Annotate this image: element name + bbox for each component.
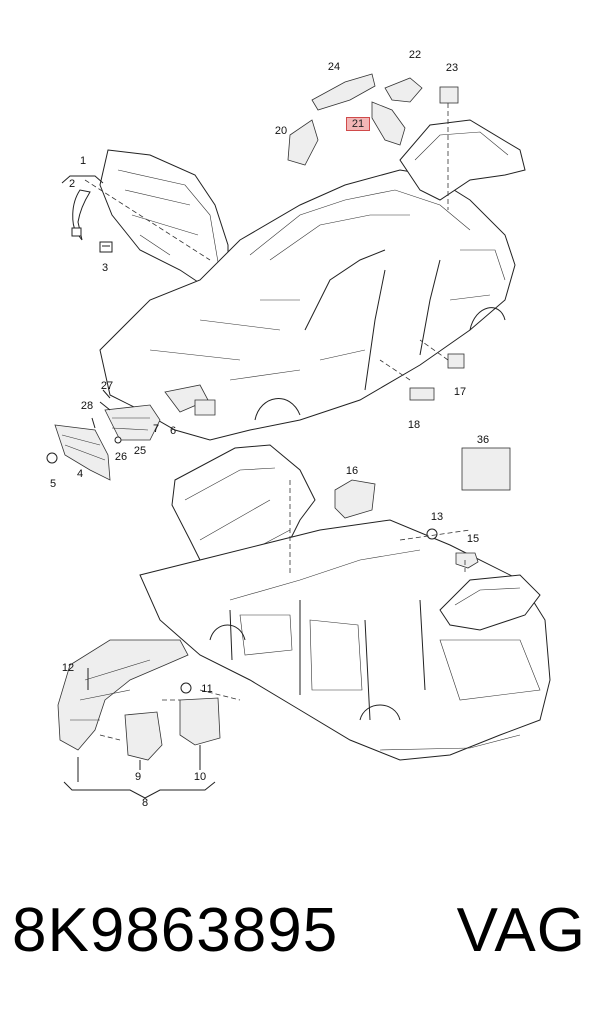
callout-12[interactable]: 12 — [61, 662, 75, 674]
parts-diagram: 1 2 3 4 5 6 7 8 9 10 11 12 13 15 16 17 1… — [46, 49, 551, 809]
callout-36[interactable]: 36 — [476, 434, 490, 446]
callout-7[interactable]: 7 — [152, 423, 160, 435]
sedan-body-drawing — [46, 73, 526, 481]
callout-10[interactable]: 10 — [193, 771, 207, 783]
callout-17[interactable]: 17 — [453, 386, 467, 398]
callout-20[interactable]: 20 — [274, 125, 288, 137]
exploded-body-diagram — [46, 73, 551, 799]
callout-18[interactable]: 18 — [407, 419, 421, 431]
wagon-body-drawing — [57, 444, 551, 799]
callout-11[interactable]: 11 — [201, 683, 213, 695]
callout-6[interactable]: 6 — [169, 425, 177, 437]
callout-2[interactable]: 2 — [68, 178, 76, 190]
callout-5[interactable]: 5 — [49, 478, 57, 490]
callout-28[interactable]: 28 — [80, 400, 94, 412]
callout-25[interactable]: 25 — [133, 445, 147, 457]
callout-26[interactable]: 26 — [114, 451, 128, 463]
brand-name: VAG — [456, 896, 586, 965]
callout-22[interactable]: 22 — [408, 49, 422, 61]
callout-24[interactable]: 24 — [327, 61, 341, 73]
callout-3[interactable]: 3 — [101, 262, 109, 274]
callout-27[interactable]: 27 — [100, 380, 114, 392]
callout-9[interactable]: 9 — [134, 771, 142, 783]
callout-4[interactable]: 4 — [76, 468, 84, 480]
callout-1[interactable]: 1 — [79, 155, 87, 167]
callout-16[interactable]: 16 — [345, 465, 359, 477]
callout-8[interactable]: 8 — [141, 797, 149, 809]
callout-15[interactable]: 15 — [466, 533, 480, 545]
callout-23[interactable]: 23 — [445, 62, 459, 74]
callout-21[interactable]: 21 — [346, 117, 370, 131]
callout-13[interactable]: 13 — [430, 511, 444, 523]
part-number: 8K9863895 — [12, 896, 339, 965]
